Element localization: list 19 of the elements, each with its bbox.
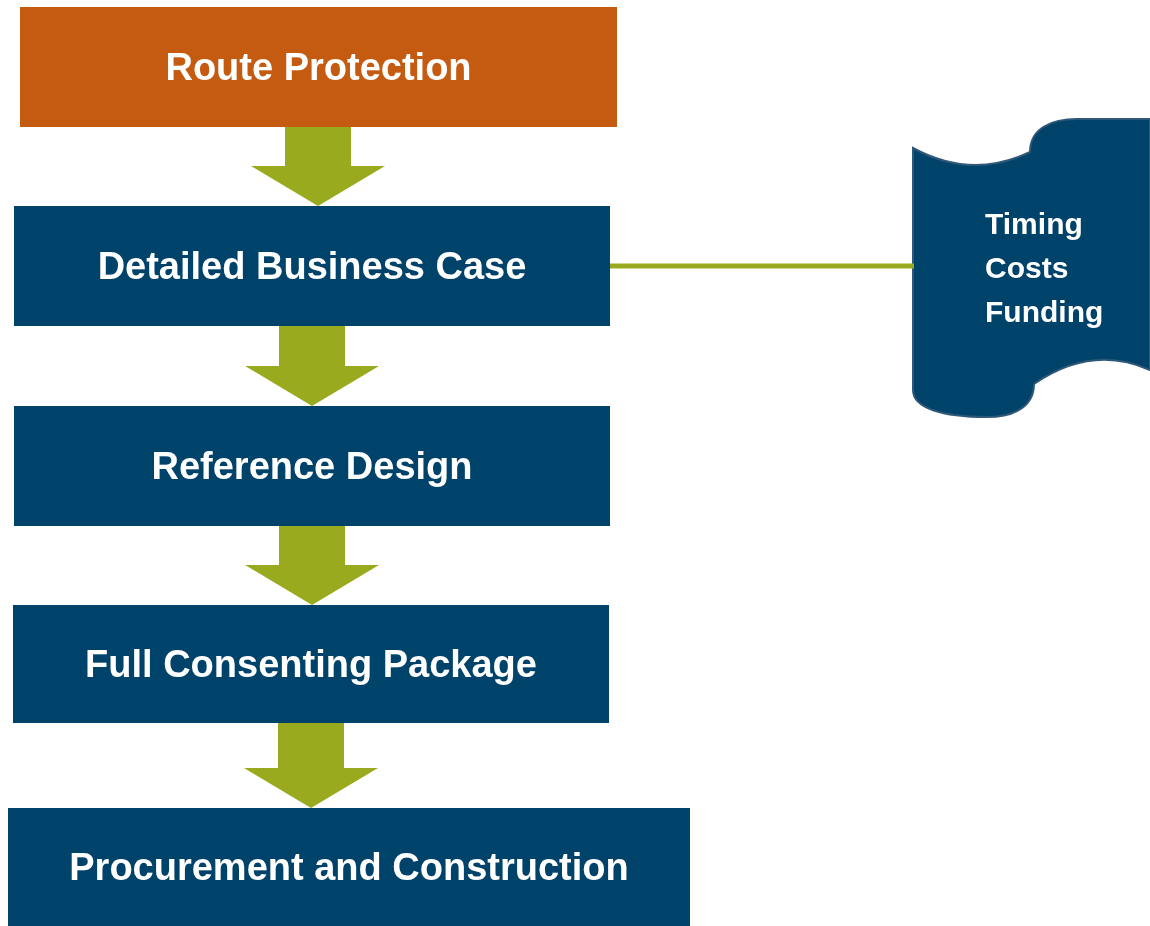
node-label: Costs bbox=[985, 250, 1069, 286]
node-label: Procurement and Construction bbox=[69, 845, 629, 889]
node-label: Timing bbox=[985, 206, 1083, 242]
process-box bbox=[20, 7, 617, 127]
process-box bbox=[14, 406, 610, 526]
node-label: Route Protection bbox=[165, 45, 472, 89]
node-label: Funding bbox=[985, 294, 1104, 330]
process-box bbox=[13, 605, 609, 723]
process-box bbox=[14, 206, 610, 326]
scroll-shape bbox=[912, 118, 1150, 418]
block-arrow bbox=[245, 526, 379, 605]
block-arrow bbox=[251, 127, 385, 206]
process-box bbox=[8, 808, 690, 926]
connector-line bbox=[610, 263, 914, 269]
node-label: Detailed Business Case bbox=[97, 244, 527, 288]
node-label: Full Consenting Package bbox=[85, 642, 537, 686]
block-arrow bbox=[244, 723, 378, 808]
block-arrow bbox=[245, 326, 379, 406]
node-label: Reference Design bbox=[151, 444, 473, 488]
